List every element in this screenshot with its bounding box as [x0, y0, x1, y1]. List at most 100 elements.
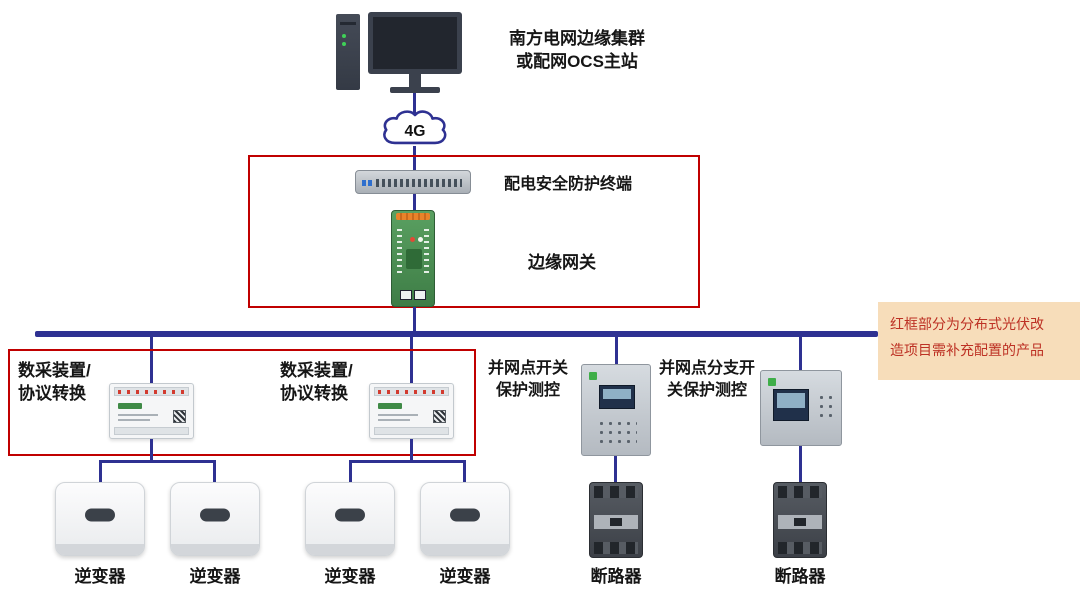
inverter-handle [200, 508, 230, 522]
note-line2: 造项目需补充配置的产品 [890, 341, 1044, 358]
connector-line [799, 337, 802, 370]
inverter-icon [420, 482, 510, 556]
master-station-label-line2: 或配网OCS主站 [516, 51, 638, 71]
master-station-label: 南方电网边缘集群 或配网OCS主站 [487, 28, 667, 74]
relay-led-icon [768, 378, 776, 386]
gateway-dots [397, 225, 402, 273]
gateway-led-icon [418, 237, 423, 242]
protection-relay-icon [760, 370, 842, 446]
relay-screen [773, 389, 809, 421]
relay-keypad [817, 393, 835, 421]
inverter-handle [335, 508, 365, 522]
daq-qr-code [433, 410, 446, 423]
relay-screen [599, 385, 635, 409]
inverter-label: 逆变器 [189, 567, 241, 586]
circuit-breaker-icon [589, 482, 643, 558]
breaker-terminals [778, 486, 822, 498]
daq-device-icon [109, 383, 194, 439]
connector-line [799, 446, 802, 482]
security-terminal-label: 配电安全防护终端 [504, 176, 633, 193]
inverter-label: 逆变器 [74, 567, 126, 586]
breaker-terminals [778, 542, 822, 554]
red-frame-gateway [248, 155, 700, 308]
daq-left-label-line2: 协议转换 [18, 383, 86, 403]
pc-led-icon [342, 42, 346, 46]
switch-led-icon [362, 180, 372, 186]
protection-branch-label: 并网点分支开 关保护测控 [650, 358, 764, 401]
connector-line [614, 456, 617, 482]
protection-main-label-line1: 并网点开关 [487, 360, 568, 377]
switch-ports [376, 179, 462, 187]
daq-left-label: 数采装置/ 协议转换 [18, 360, 118, 406]
connector-line [150, 337, 153, 383]
pc-tower [336, 14, 360, 90]
connector-line [150, 439, 153, 462]
connector-line [413, 146, 416, 172]
daq-logo [118, 403, 142, 409]
daq-text-line [378, 419, 410, 421]
connector-line [410, 337, 413, 383]
bus-line [35, 331, 878, 337]
inverter-icon [170, 482, 260, 556]
protection-relay-icon [581, 364, 651, 456]
inverter-label: 逆变器 [324, 567, 376, 586]
edge-gateway-label: 边缘网关 [528, 253, 596, 272]
connector-line [99, 460, 216, 463]
connector-line [410, 439, 413, 462]
connector-line [349, 460, 352, 482]
note-box: 红框部分为分布式光伏改 造项目需补充配置的产品 [878, 302, 1080, 380]
daq-terminal-strip [374, 387, 449, 396]
daq-qr-code [173, 410, 186, 423]
daq-text-line [378, 414, 418, 416]
connector-line [615, 337, 618, 366]
pc-monitor [368, 12, 462, 74]
protection-branch-label-line2: 关保护测控 [666, 381, 747, 399]
daq-terminal-strip [374, 427, 449, 435]
breaker-toggle [610, 518, 622, 526]
gateway-led-icon [410, 237, 415, 242]
inverter-label: 逆变器 [439, 567, 491, 586]
daq-left-label-line1: 数采装置/ [18, 361, 91, 380]
daq-right-label-line2: 协议转换 [280, 383, 348, 403]
connector-line [99, 460, 102, 482]
daq-terminal-strip [114, 387, 189, 396]
edge-gateway-icon [391, 210, 435, 307]
relay-keypad [597, 419, 637, 447]
connector-line [413, 307, 416, 333]
breaker-label: 断路器 [590, 567, 642, 586]
daq-text-line [118, 419, 150, 421]
network-switch-icon [355, 170, 471, 194]
breaker-terminals [594, 542, 638, 554]
inverter-icon [305, 482, 395, 556]
gateway-dots [424, 225, 429, 273]
inverter-icon [55, 482, 145, 556]
pc-screen [373, 17, 457, 69]
daq-logo [378, 403, 402, 409]
daq-terminal-strip [114, 427, 189, 435]
inverter-handle [450, 508, 480, 522]
breaker-toggle [794, 518, 806, 526]
master-station-label-line1: 南方电网边缘集群 [509, 29, 645, 48]
protection-main-label-line2: 保护测控 [495, 381, 560, 399]
connector-line [463, 460, 466, 482]
protection-branch-label-line1: 并网点分支开 [658, 360, 755, 377]
breaker-label: 断路器 [774, 567, 826, 586]
breaker-terminals [594, 486, 638, 498]
pc-base [390, 87, 440, 93]
daq-text-line [118, 414, 158, 416]
cloud-4g-icon: 4G [383, 110, 447, 145]
connector-line [413, 93, 416, 115]
gateway-port-icon [400, 290, 412, 300]
gateway-panel [406, 249, 422, 269]
gateway-terminal-strip [396, 213, 430, 220]
pc-stand [409, 74, 421, 87]
cloud-4g-label: 4G [405, 123, 426, 140]
daq-right-label: 数采装置/ 协议转换 [280, 360, 380, 406]
daq-device-icon [369, 383, 454, 439]
gateway-port-icon [414, 290, 426, 300]
pc-led-icon [342, 34, 346, 38]
daq-right-label-line1: 数采装置/ [280, 361, 353, 380]
note-line1: 红框部分为分布式光伏改 [890, 316, 1044, 332]
connector-line [213, 460, 216, 482]
